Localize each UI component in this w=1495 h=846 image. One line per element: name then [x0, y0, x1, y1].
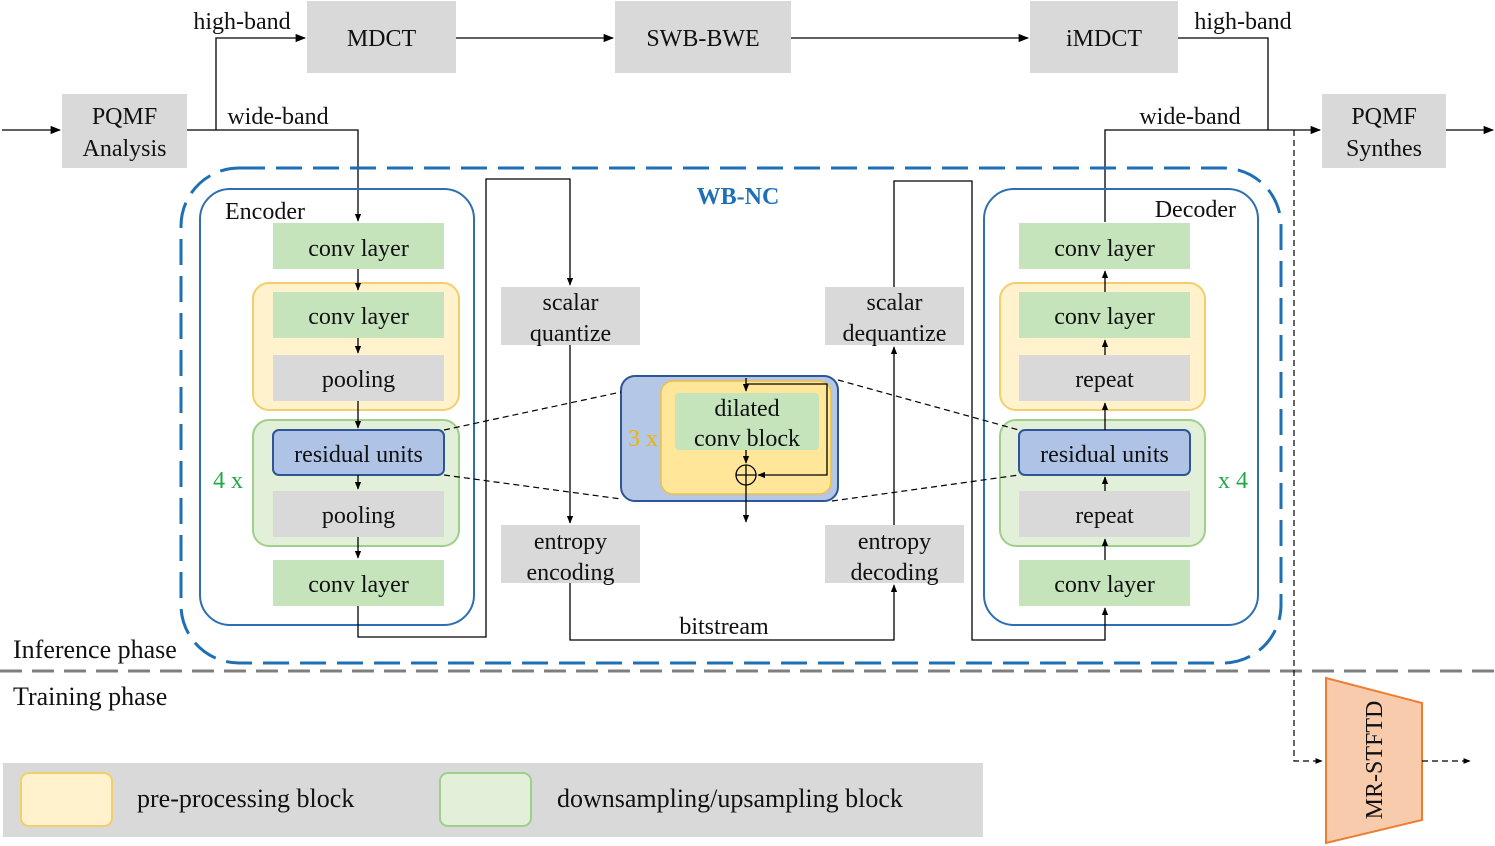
- decoder-out-line: [1104, 125, 1322, 222]
- decoder-conv-layer-2-label: conv layer: [1054, 304, 1155, 330]
- training-phase-label: Training phase: [13, 682, 167, 711]
- scalar-quantize-label-1: scalar: [543, 290, 599, 316]
- mr-stftd-label: MR-STFTD: [1362, 701, 1388, 820]
- analysis-out-line: [187, 129, 362, 222]
- zoom-line-encoder-bottom: [443, 474, 622, 500]
- residual-unit-detail: dilated conv block 3 x: [443, 375, 1020, 523]
- encoder-conv-layer-2: [273, 292, 444, 338]
- zoom-line-encoder-top: [443, 391, 622, 431]
- encoding-to-decoding: [569, 583, 898, 641]
- decoder: Decoder conv layer conv layer repeat res…: [983, 188, 1259, 626]
- bitstream-path: scalar quantize entropy encoding scalar …: [357, 178, 1109, 641]
- scalar-dequantize-label-2: dequantize: [843, 321, 947, 347]
- wide-band-out-label: wide-band: [1139, 104, 1240, 130]
- wide-band-in-label: wide-band: [227, 104, 328, 130]
- legend-sampling-swatch: [439, 772, 532, 827]
- swb-bwe-label: SWB-BWE: [646, 26, 759, 52]
- residual-add-plus: [736, 465, 756, 485]
- decoder-repeat-2-label: repeat: [1075, 503, 1134, 529]
- pqmf-synthesis-label-1: PQMF: [1351, 104, 1416, 130]
- high-band-path: MDCT SWB-BWE iMDCT high-band high-band: [193, 1, 1292, 130]
- encoder-residual-units-label: residual units: [294, 442, 423, 468]
- scalar-quantize-block: [501, 287, 640, 345]
- encoder-pooling-2: [273, 491, 444, 537]
- pqmf-analysis-block: [62, 94, 187, 168]
- decoder-frame: [983, 188, 1259, 626]
- legend-pre-processing-label: pre-processing block: [137, 784, 354, 813]
- encoder-pooling-1: [273, 355, 444, 401]
- mr-stftd-block: [1325, 676, 1423, 845]
- arrow-to-mdct: [215, 33, 307, 130]
- pqmf-analysis: PQMF Analysis wide-band: [2, 94, 362, 222]
- decoder-conv-layer-3: [1019, 560, 1190, 606]
- decoder-conv-layer-1: [1019, 223, 1190, 269]
- decoder-repeat-2: [1019, 491, 1190, 537]
- legend: pre-processing block downsampling/upsamp…: [3, 763, 983, 837]
- dilated-conv-label-2: conv block: [694, 426, 800, 452]
- mdct-block: [307, 1, 456, 73]
- high-band-in-label: high-band: [193, 9, 290, 35]
- zoom-line-decoder-top: [837, 379, 1020, 431]
- line-imdct-out: [1178, 37, 1269, 130]
- imdct-label: iMDCT: [1066, 26, 1142, 52]
- scalar-dequantize-label-1: scalar: [867, 290, 923, 316]
- mdct-label: MDCT: [347, 26, 417, 52]
- wb-nc-title: WB-NC: [697, 184, 780, 210]
- decoder-repeat-1: [1019, 355, 1190, 401]
- encoder-frame: [199, 188, 475, 626]
- discriminator-input-line: [1293, 130, 1323, 764]
- entropy-encoding-block: [501, 525, 640, 583]
- scalar-dequantize-block: [825, 287, 964, 345]
- encoder-pooling-1-label: pooling: [322, 367, 395, 393]
- entropy-encoding-label-2: encoding: [527, 560, 615, 586]
- encoder-title: Encoder: [225, 199, 305, 225]
- decoder-conv-layer-3-label: conv layer: [1054, 572, 1155, 598]
- discriminator: MR-STFTD: [1293, 130, 1471, 845]
- entropy-decoding-label-1: entropy: [858, 529, 931, 555]
- encoder: Encoder conv layer conv layer pooling re…: [199, 188, 475, 626]
- high-band-out-label: high-band: [1194, 9, 1291, 35]
- encoder-conv-layer-3: [273, 560, 444, 606]
- pqmf-analysis-label-2: Analysis: [83, 136, 167, 162]
- encoder-conv-layer-2-label: conv layer: [308, 304, 409, 330]
- dilated-conv-label-1: dilated: [714, 396, 779, 422]
- encoder-conv-layer-3-label: conv layer: [308, 572, 409, 598]
- pqmf-synthesis-block: [1322, 94, 1446, 168]
- pqmf-analysis-label-1: PQMF: [92, 104, 157, 130]
- decoder-repeat-1-label: repeat: [1075, 367, 1134, 393]
- phase-separator: Inference phase Training phase: [0, 635, 1495, 711]
- encoder-to-quantize: [357, 178, 574, 638]
- legend-sampling-label: downsampling/upsampling block: [557, 784, 903, 813]
- decoder-residual-units-label: residual units: [1040, 442, 1169, 468]
- legend-pre-processing-swatch: [20, 772, 113, 827]
- encoder-repeat-label: 4 x: [213, 468, 243, 494]
- decoder-conv-layer-1-label: conv layer: [1054, 236, 1155, 262]
- scalar-quantize-label-2: quantize: [530, 321, 611, 347]
- wb-nc-container: [179, 166, 1283, 665]
- encoder-conv-layer-1-label: conv layer: [308, 236, 409, 262]
- pqmf-synthesis: PQMF Synthes wide-band: [1104, 94, 1495, 222]
- skip-connection: [746, 383, 828, 479]
- inference-phase-label: Inference phase: [13, 635, 177, 664]
- entropy-decoding-block: [825, 525, 964, 583]
- imdct-block: [1030, 1, 1178, 73]
- entropy-encoding-label-1: entropy: [534, 529, 607, 555]
- encoder-conv-layer-1: [273, 223, 444, 269]
- encoder-pooling-2-label: pooling: [322, 503, 395, 529]
- swb-bwe-block: [615, 1, 791, 73]
- decoder-title: Decoder: [1155, 197, 1236, 223]
- entropy-decoding-label-2: decoding: [851, 560, 939, 586]
- pqmf-synthesis-label-2: Synthes: [1346, 136, 1422, 162]
- decoder-repeat-label: x 4: [1218, 468, 1248, 494]
- bitstream-label: bitstream: [679, 614, 769, 640]
- dequantize-to-decoder: [893, 180, 1109, 641]
- zoom-line-decoder-bottom: [831, 474, 1020, 502]
- decoder-conv-layer-2: [1019, 292, 1190, 338]
- dilated-conv-block: [675, 393, 819, 450]
- residual-repeat-label: 3 x: [628, 426, 658, 452]
